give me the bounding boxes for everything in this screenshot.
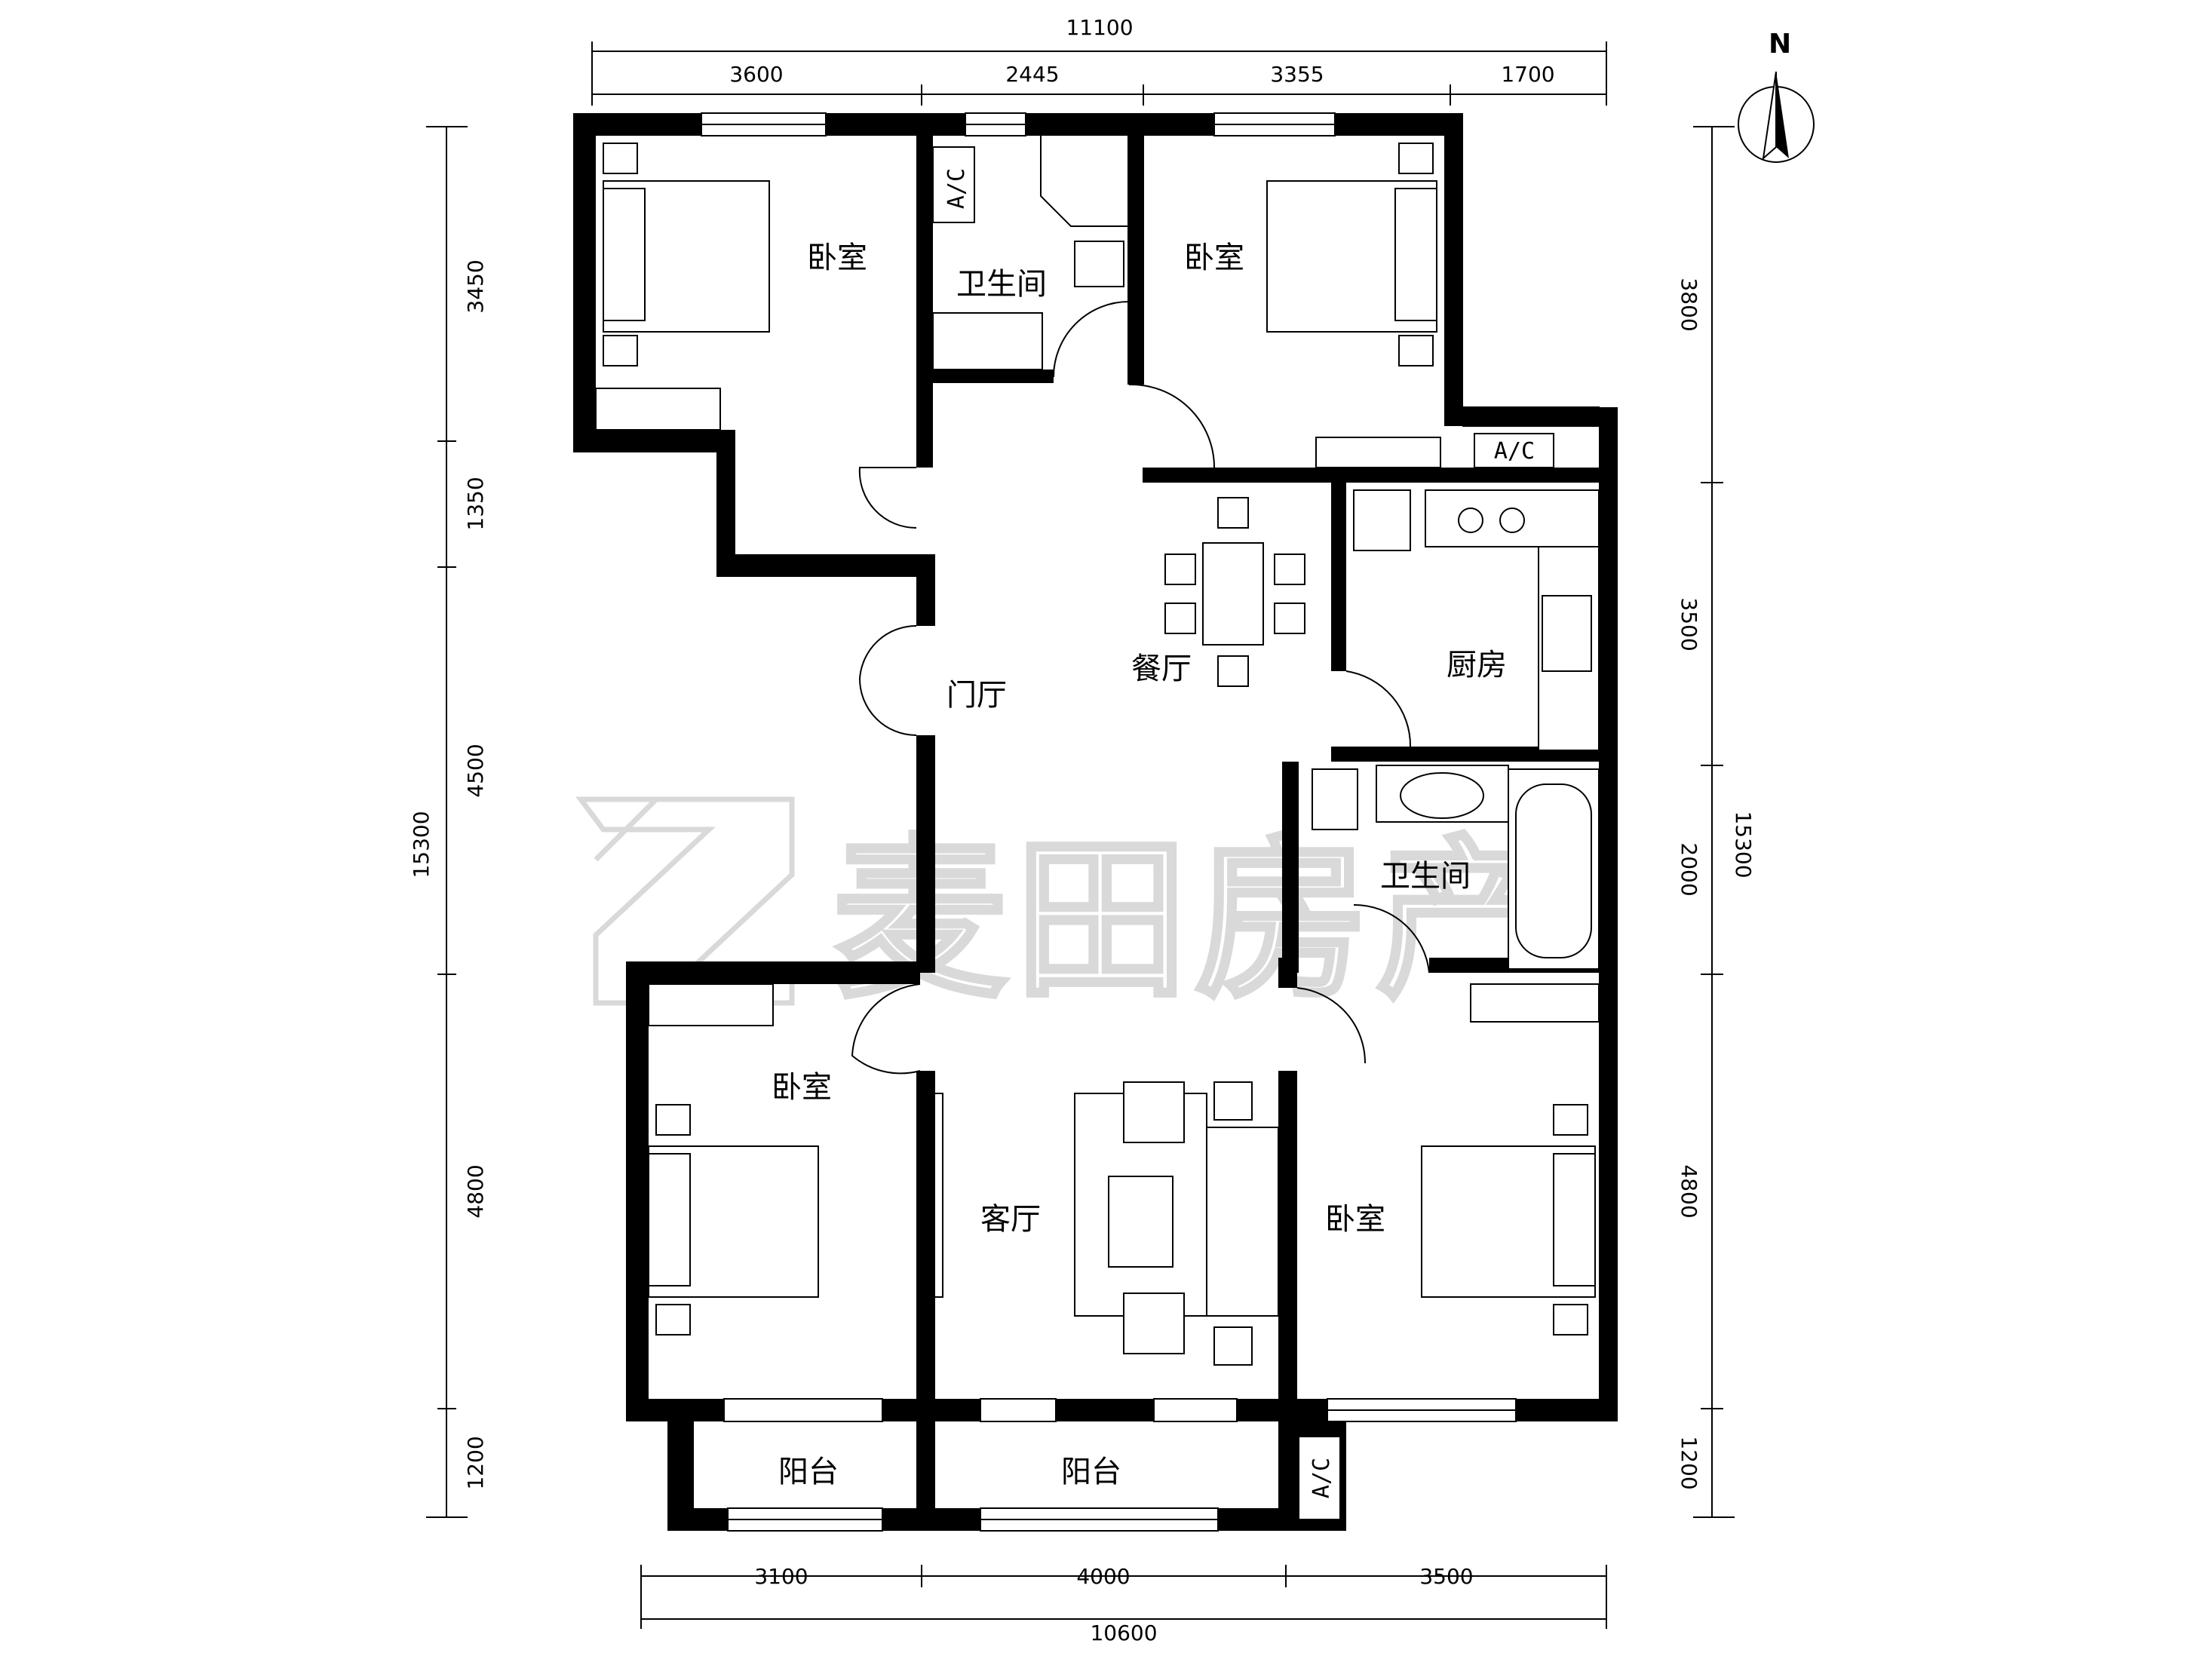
dim-right-total: 15300 — [1731, 811, 1756, 878]
dim-left-2: 1350 — [463, 477, 488, 530]
dim-bottom-1: 3100 — [754, 1564, 808, 1589]
room-balcony-w: 阳台 — [778, 1455, 839, 1489]
ac-label-east: A/C — [1494, 438, 1535, 465]
wardrobe-sw — [648, 983, 774, 1026]
ac-label-south: A/C — [1308, 1458, 1335, 1498]
room-bedroom-ne: 卧室 — [1184, 241, 1244, 275]
dim-left-1: 3450 — [463, 259, 488, 313]
bed-sw — [648, 1104, 819, 1335]
shower-north — [1040, 136, 1127, 227]
ac-label-north: A/C — [943, 168, 970, 209]
dim-right-4: 4800 — [1677, 1164, 1701, 1218]
dim-right-5: 1200 — [1677, 1436, 1701, 1489]
bed-se — [1421, 1104, 1596, 1335]
dim-left-4: 4800 — [463, 1164, 488, 1218]
dim-top-4: 1700 — [1501, 62, 1554, 87]
room-foyer: 门厅 — [946, 678, 1007, 713]
ac-box-south — [1298, 1436, 1341, 1520]
compass-north-label: N — [1769, 29, 1791, 60]
dim-right-2: 3500 — [1677, 597, 1701, 651]
toilet-north — [1074, 241, 1124, 287]
dim-top-total: 11100 — [1066, 15, 1133, 40]
wardrobe-nw — [595, 388, 721, 431]
tv-panel-se — [1278, 1161, 1296, 1275]
room-labels: 卧室 卫生间 卧室 门厅 餐厅 厨房 卫生间 卧室 客厅 卧室 阳台 阳台 — [772, 241, 1507, 1489]
windows — [701, 112, 1600, 1532]
watermark-text: 麦田房产 — [833, 820, 1557, 1022]
dim-left-5: 1200 — [463, 1436, 488, 1489]
room-bath-north: 卫生间 — [956, 267, 1047, 302]
dim-bottom-total: 10600 — [1090, 1621, 1157, 1645]
doors — [851, 301, 1430, 1075]
sink-north — [932, 312, 1043, 370]
room-balcony-c: 阳台 — [1061, 1455, 1121, 1489]
dim-bottom-2: 4000 — [1076, 1564, 1130, 1589]
dining-set — [1164, 497, 1305, 687]
room-bedroom-se: 卧室 — [1325, 1202, 1385, 1237]
ac-box-east — [1474, 433, 1554, 468]
room-living: 客厅 — [980, 1202, 1041, 1237]
bed-ne — [1266, 143, 1437, 366]
dimension-lines — [426, 41, 1735, 1629]
dim-left-3: 4500 — [463, 744, 488, 797]
ac-labels: A/C A/C A/C — [943, 168, 1535, 1498]
dim-right-1: 3800 — [1677, 278, 1701, 331]
watermark: 麦田房产 — [575, 796, 1557, 1024]
dim-top-3: 3355 — [1270, 62, 1324, 87]
ac-box-north — [932, 146, 975, 223]
bed-nw — [603, 143, 770, 366]
room-dining: 餐厅 — [1131, 652, 1192, 686]
dim-top-2: 2445 — [1005, 62, 1059, 87]
room-kitchen: 厨房 — [1447, 648, 1507, 682]
room-bedroom-nw: 卧室 — [807, 241, 867, 275]
dim-right-3: 2000 — [1677, 842, 1701, 896]
living-furniture — [931, 1081, 1279, 1366]
wardrobe-se — [1470, 983, 1600, 1023]
room-bath-east: 卫生间 — [1380, 859, 1471, 894]
dim-left-total: 15300 — [409, 811, 434, 878]
dimension-labels: 11100 3600 2445 3355 1700 3100 4000 3500… — [409, 15, 1756, 1645]
watermark-logo — [575, 796, 795, 1006]
north-compass: N — [1738, 29, 1815, 163]
dim-bottom-3: 3500 — [1419, 1564, 1473, 1589]
room-bedroom-sw: 卧室 — [772, 1070, 832, 1105]
dim-top-1: 3600 — [729, 62, 783, 87]
bath-east-fixtures — [1312, 765, 1600, 970]
kitchen-fixtures — [1353, 489, 1600, 751]
walls — [573, 113, 1618, 1531]
furniture — [595, 136, 1600, 1520]
wardrobe-ne — [1315, 437, 1441, 468]
